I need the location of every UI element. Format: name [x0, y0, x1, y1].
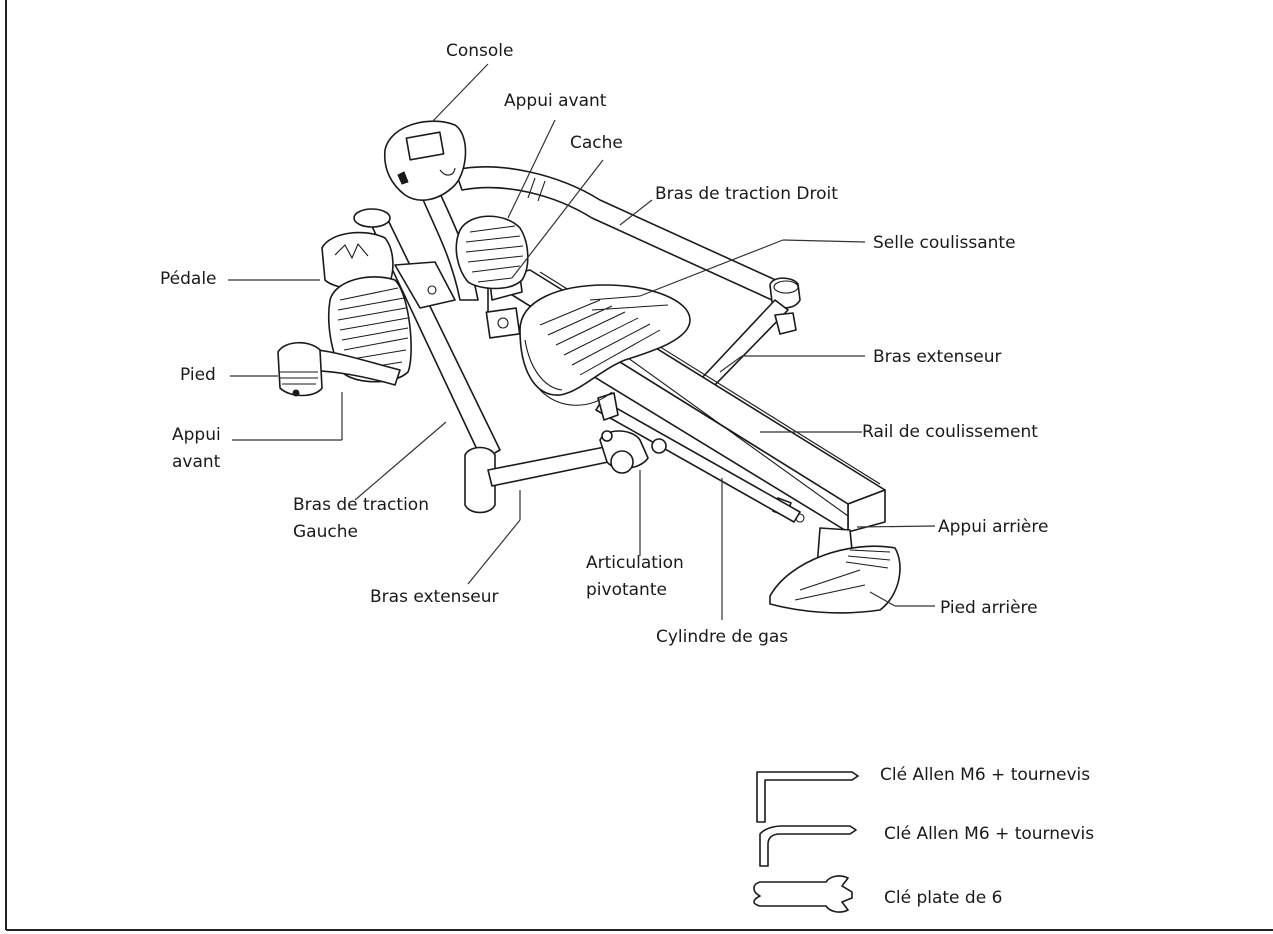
label-rail-coulissement: Rail de coulissement	[862, 422, 1038, 442]
right-extensor-arm	[699, 299, 789, 389]
label-bras-extenseur-right: Bras extenseur	[873, 347, 1002, 367]
label-cylindre-gas: Cylindre de gas	[656, 627, 789, 647]
label-bras-traction-gauche: Bras de traction Gauche	[293, 492, 429, 546]
allen-key-1-drawing	[756, 771, 859, 823]
label-flat-wrench: Clé plate de 6	[884, 888, 1003, 908]
sliding-seat	[519, 284, 691, 396]
label-appui-avant-left-line2: avant	[172, 452, 221, 472]
right-foot-plate	[455, 215, 529, 290]
allen-key-2-drawing	[759, 825, 857, 867]
front-foot	[277, 341, 323, 397]
rear-foot	[769, 545, 901, 614]
label-console: Console	[446, 41, 514, 61]
label-bras-traction-gauche-line1: Bras de traction	[293, 495, 429, 515]
label-selle-coulissante: Selle coulissante	[873, 233, 1016, 253]
label-articulation-line1: Articulation	[586, 553, 684, 573]
gas-cylinder	[595, 399, 801, 523]
console	[383, 120, 467, 201]
label-articulation-line2: pivotante	[586, 580, 667, 600]
label-bras-extenseur-bottom: Bras extenseur	[370, 587, 499, 607]
left-arm-handle-top	[353, 208, 391, 228]
label-pied: Pied	[180, 365, 216, 385]
label-pied-arriere: Pied arrière	[940, 598, 1038, 618]
label-appui-arriere: Appui arrière	[938, 517, 1049, 537]
label-pedale: Pédale	[160, 269, 217, 289]
label-allen-key-2: Clé Allen M6 + tournevis	[884, 824, 1095, 844]
left-extensor-arm	[487, 444, 619, 487]
label-appui-avant-top: Appui avant	[504, 91, 607, 111]
label-bras-traction-droit: Bras de traction Droit	[655, 184, 838, 204]
label-appui-avant-left-line1: Appui	[172, 425, 221, 445]
console-screen	[405, 131, 445, 161]
leader-lines	[228, 63, 936, 620]
flat-wrench-drawing	[753, 875, 853, 913]
label-appui-avant-left: Appui avant	[172, 422, 221, 476]
label-allen-key-1: Clé Allen M6 + tournevis	[880, 765, 1091, 785]
label-cache: Cache	[570, 133, 623, 153]
label-articulation-pivotante: Articulation pivotante	[586, 550, 684, 604]
label-bras-traction-gauche-line2: Gauche	[293, 522, 358, 542]
